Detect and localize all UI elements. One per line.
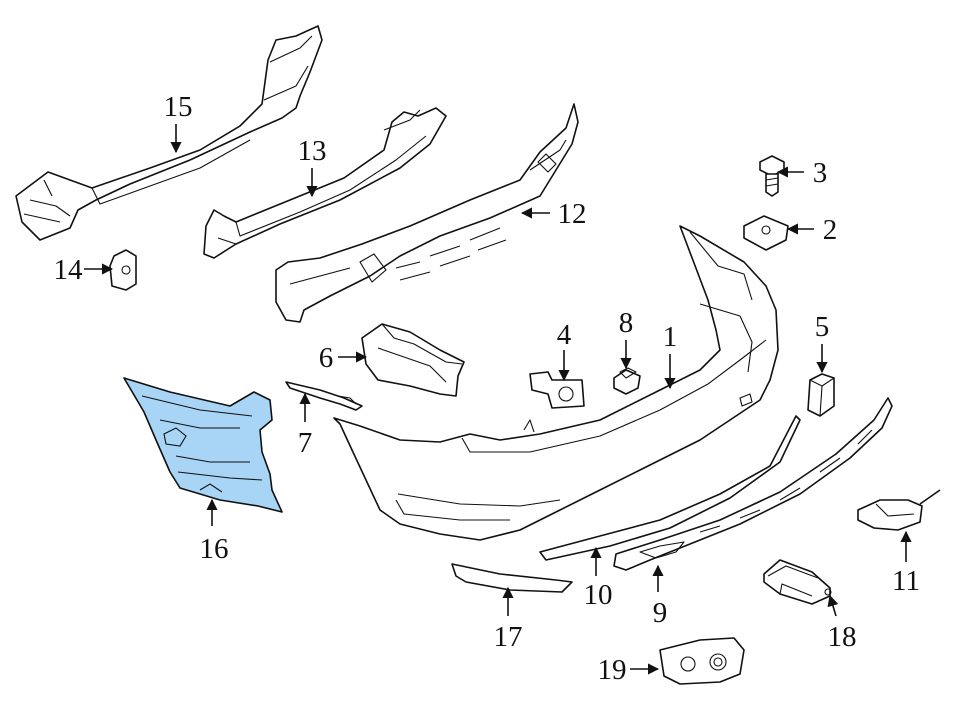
part-8-clip — [613, 367, 641, 395]
callout-5: 5 — [815, 311, 830, 343]
part-11-sensor — [857, 489, 941, 531]
callout-1: 1 — [663, 321, 678, 353]
callout-4: 4 — [557, 319, 572, 351]
callout-18: 18 — [828, 621, 857, 653]
part-5-block — [807, 373, 835, 417]
callout-17: 17 — [494, 621, 523, 653]
part-9-diffuser-trim — [613, 397, 893, 571]
callout-8: 8 — [619, 307, 634, 339]
part-4-sensor-holder — [529, 371, 585, 409]
part-6-side-bracket — [361, 323, 465, 397]
part-7-trim-strip — [285, 381, 363, 411]
part-18-module — [763, 559, 832, 605]
part-17-reflector — [451, 563, 573, 593]
part-15-reinforcement-bracket — [15, 25, 323, 241]
callout-10: 10 — [584, 579, 613, 611]
part-16-splash-shield — [123, 377, 283, 513]
callout-3: 3 — [813, 157, 828, 189]
part-10-lower-molding — [539, 415, 801, 561]
part-19-sensor-housing — [659, 637, 745, 685]
callout-labels: 15 13 12 14 3 2 1 8 4 5 6 7 16 10 9 11 1… — [54, 91, 920, 686]
callout-6: 6 — [319, 342, 334, 374]
part-14-bracket — [109, 249, 137, 291]
callout-12: 12 — [558, 198, 587, 230]
callout-11: 11 — [892, 565, 920, 597]
part-2-retainer — [743, 215, 789, 251]
leader-18 — [827, 594, 839, 617]
leader-lines — [84, 124, 912, 675]
callout-9: 9 — [653, 597, 668, 629]
part-1-bumper-cover — [333, 225, 779, 541]
callout-16: 16 — [200, 533, 229, 565]
callout-14: 14 — [54, 254, 84, 286]
part-13-impact-bar — [203, 107, 447, 259]
callout-13: 13 — [298, 135, 327, 167]
part-12-energy-absorber — [275, 103, 579, 323]
callout-7: 7 — [298, 427, 313, 459]
part-3-bolt — [759, 155, 785, 197]
callout-15: 15 — [164, 91, 193, 123]
callout-2: 2 — [823, 214, 838, 246]
callout-19: 19 — [598, 654, 627, 686]
